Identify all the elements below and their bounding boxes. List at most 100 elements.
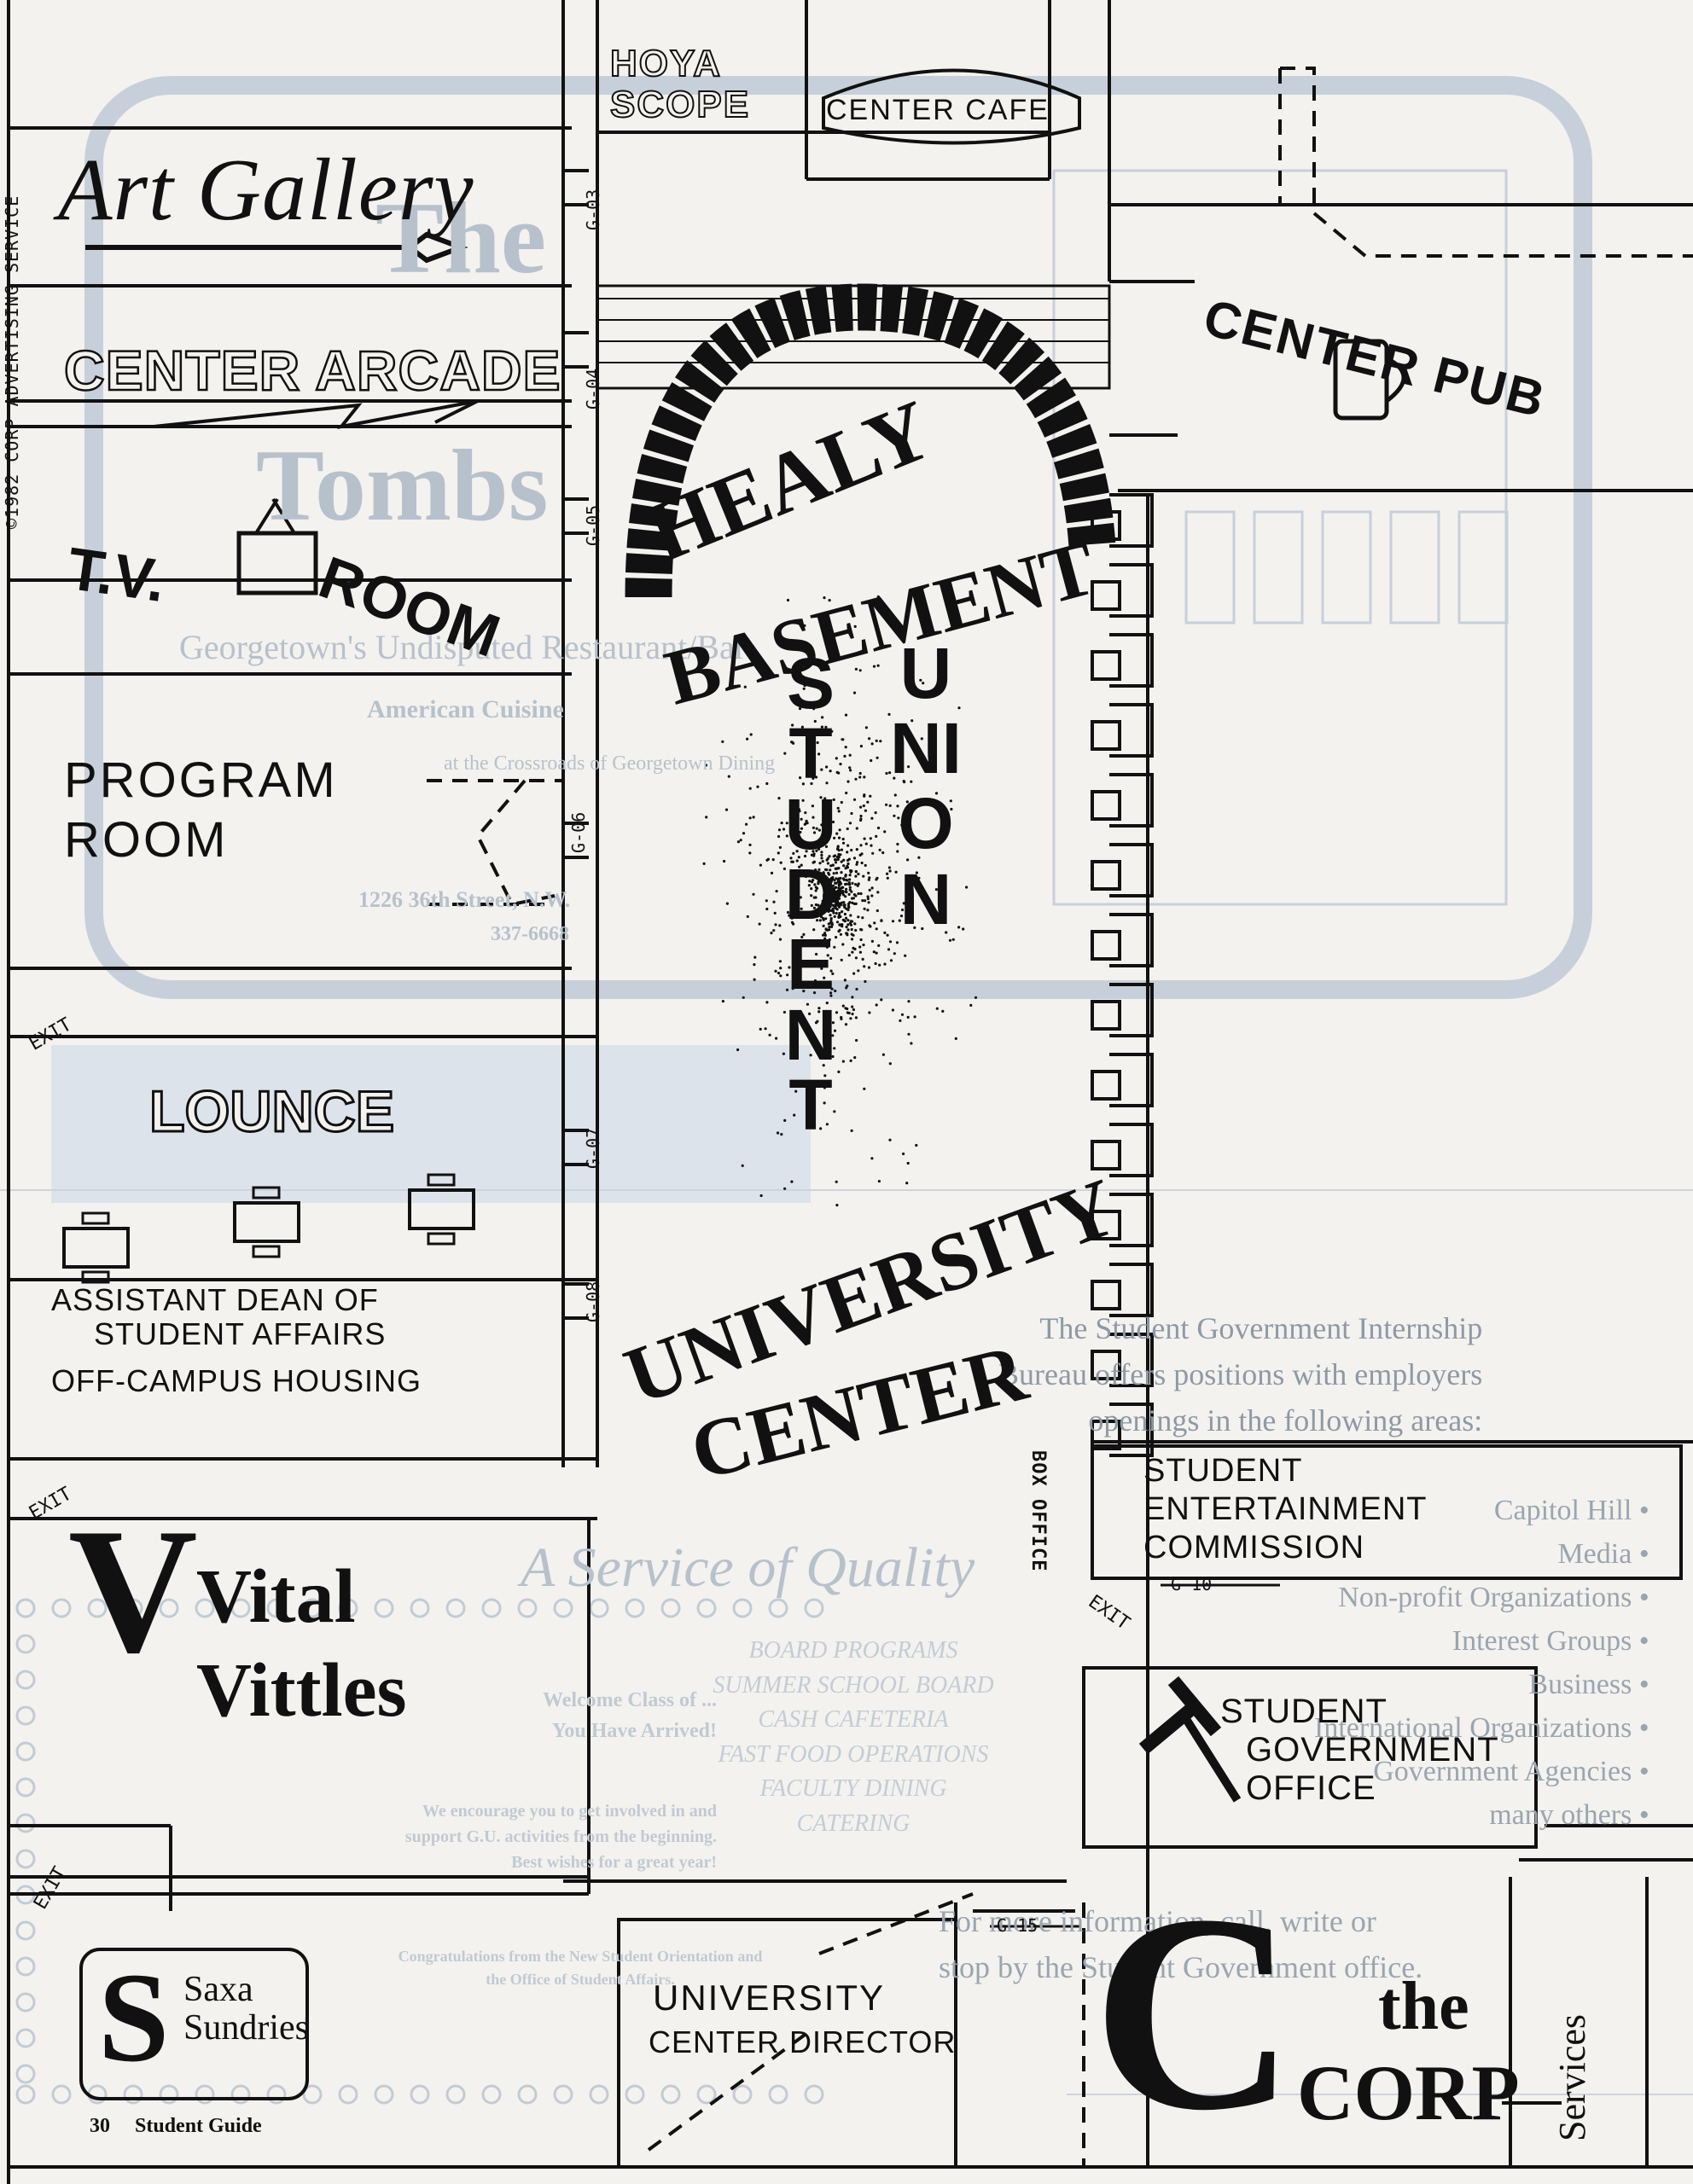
stipple-dot: [752, 893, 754, 896]
sg-line-3: OFFICE: [1246, 1770, 1376, 1806]
box-office-label: BOX OFFICE: [1028, 1450, 1048, 1571]
stipple-dot: [765, 908, 768, 910]
stipple-dot: [855, 863, 858, 866]
stipple-dot: [753, 956, 756, 959]
stipple-dot: [736, 1048, 739, 1051]
vital-vittles-big-v: V: [68, 1502, 198, 1681]
room-code-g07: G-07: [583, 1128, 603, 1169]
stipple-dot: [857, 873, 859, 875]
ghost-dot: [698, 2086, 715, 2103]
stipple-dot: [862, 958, 864, 961]
stipple-dot: [905, 1182, 908, 1184]
ghost-dot: [734, 1600, 751, 1617]
stipple-dot: [742, 996, 745, 999]
stipple-dot: [855, 870, 858, 873]
stipple-dot: [749, 816, 752, 819]
stipple-dot: [870, 817, 873, 820]
stipple-dot: [765, 1001, 768, 1003]
stipple-dot: [855, 988, 858, 990]
program-room-line-2: ROOM: [64, 815, 228, 867]
stipple-dot: [849, 886, 852, 889]
ghost-service-heading: A Service of Quality: [521, 1536, 974, 1600]
ghost-dot: [698, 1600, 715, 1617]
ghost-window: [1459, 512, 1507, 623]
stipple-dot: [863, 804, 865, 807]
ghost-dot: [555, 1600, 572, 1617]
ghost-encourage-line: We encourage you to get involved in and: [179, 1798, 717, 1824]
stipple-dot: [854, 778, 857, 781]
stipple-dot: [876, 877, 878, 880]
ghost-dot: [17, 1743, 34, 1760]
stipple-dot: [904, 955, 906, 957]
stipple-dot: [860, 852, 863, 855]
ghost-dot: [483, 2086, 500, 2103]
stipple-dot: [952, 938, 955, 941]
stipple-dot: [756, 786, 759, 788]
ghost-window: [1186, 512, 1234, 623]
ghost-dot: [53, 1600, 70, 1617]
stipple-dot: [869, 795, 871, 798]
saxa-line: Saxa: [183, 1971, 253, 2008]
art-gallery-label: Art Gallery: [58, 143, 474, 236]
program-room-line-1: PROGRAM: [64, 755, 338, 807]
stipple-dot: [890, 959, 893, 961]
stipple-dot: [746, 738, 748, 741]
stipple-dot: [851, 951, 853, 954]
stipple-dot: [863, 1088, 865, 1090]
sec-line-1: STUDENT: [1143, 1455, 1302, 1489]
stipple-dot: [790, 1181, 793, 1183]
stipple-dot: [853, 692, 856, 694]
ghost-internship-intro: The Student Government Internship Bureau…: [998, 1305, 1482, 1443]
stipple-dot: [855, 956, 858, 959]
stipple-dot: [863, 775, 865, 778]
stipple-dot: [861, 899, 864, 902]
ghost-dot: [447, 2086, 464, 2103]
stipple-dot: [851, 897, 853, 900]
stipple-dot: [856, 848, 858, 851]
ghost-dot: [734, 2086, 751, 2103]
stipple-dot: [747, 915, 749, 918]
stipple-dot: [745, 823, 748, 826]
stipple-dot: [873, 921, 876, 924]
stipple-dot: [877, 944, 880, 947]
stipple-dot: [853, 922, 856, 925]
stipple-dot: [889, 940, 892, 943]
ghost-dot: [411, 1600, 428, 1617]
stipple-dot: [740, 839, 742, 841]
stipple-dot: [737, 840, 740, 843]
the-corp-services: Services: [1553, 2014, 1592, 2141]
stipple-dot: [859, 951, 862, 954]
door-opening: [563, 333, 589, 367]
stipple-dot: [965, 886, 968, 888]
stipple-dot: [769, 1034, 771, 1037]
dashed-pub-corridor: [1280, 68, 1693, 256]
stipple-dot: [882, 1054, 885, 1056]
sundries-line: Sundries: [183, 2009, 309, 2047]
ghost-dot: [17, 1779, 34, 1796]
ghost-dot: [770, 2086, 787, 2103]
stipple-dot: [851, 933, 853, 936]
stipple-dot: [859, 892, 862, 895]
margin-credit: ©1982 CORP ADVERTISING SERVICE: [3, 195, 21, 529]
ghost-dot: [17, 1815, 34, 1832]
stipple-dot: [899, 1019, 901, 1022]
stipple-dot: [849, 822, 852, 824]
stipple-dot: [742, 1165, 744, 1167]
room-code-g10: G-10: [1171, 1574, 1212, 1594]
ghost-dot: [17, 1850, 34, 1867]
dashed-south-corridor: [649, 1894, 973, 2150]
chair-icon: [428, 1234, 454, 1244]
east-wall-pillar: [1092, 862, 1120, 889]
stipple-dot: [748, 851, 751, 854]
ghost-dot: [519, 1600, 536, 1617]
stipple-dot: [852, 973, 855, 975]
stipple-dot: [850, 1060, 852, 1062]
stipple-dot: [861, 862, 864, 864]
stipple-dot: [864, 908, 866, 910]
room-code-g03: G-03: [583, 189, 603, 230]
stipple-dot: [849, 754, 852, 757]
stipple-dot: [863, 793, 865, 796]
stipple-dot: [859, 819, 862, 822]
ghost-dot: [483, 1600, 500, 1617]
stipple-dot: [742, 832, 745, 834]
